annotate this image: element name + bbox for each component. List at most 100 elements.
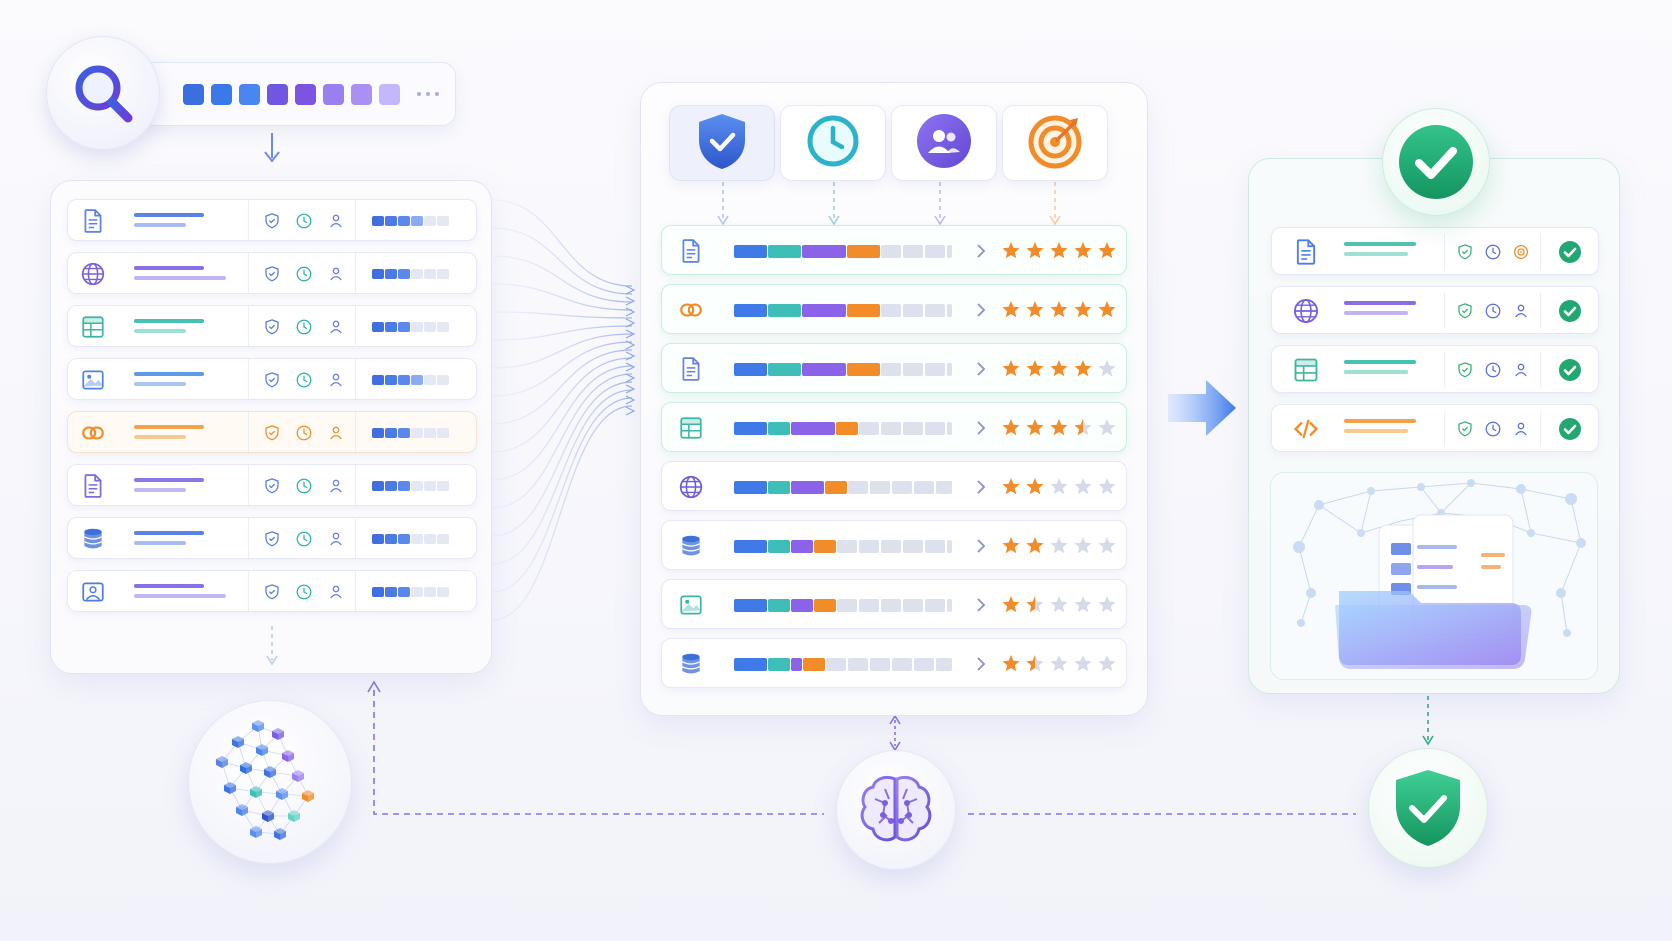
score-block <box>411 322 423 332</box>
rating-stars <box>1000 535 1120 557</box>
more-dots-icon <box>417 92 439 96</box>
cube <box>236 804 248 816</box>
candidate-row[interactable] <box>67 252 477 294</box>
star-half <box>1026 596 1035 613</box>
score-empty <box>870 658 890 671</box>
search-down-arrow <box>264 133 280 163</box>
score-block <box>437 269 449 279</box>
score-empty <box>903 599 923 612</box>
score-segment <box>836 422 858 435</box>
user-icon <box>327 530 345 548</box>
score-empty <box>881 599 901 612</box>
clock-icon <box>1484 361 1502 379</box>
ranked-row[interactable] <box>661 284 1127 334</box>
selected-row[interactable] <box>1271 404 1599 452</box>
score-block <box>385 322 397 332</box>
text-lines <box>134 372 204 392</box>
text-lines <box>134 584 226 604</box>
shield-icon <box>263 583 281 601</box>
score-block <box>437 428 449 438</box>
clock-icon <box>1484 243 1502 261</box>
score-block <box>372 269 384 279</box>
star-half <box>1074 419 1083 436</box>
search-badge[interactable] <box>46 36 160 150</box>
selected-row[interactable] <box>1271 227 1599 275</box>
text-line <box>134 594 226 598</box>
score-block <box>398 587 410 597</box>
ranked-row[interactable] <box>661 225 1127 275</box>
clock-icon <box>295 371 313 389</box>
score-segment <box>768 540 790 553</box>
rating-stars <box>1000 417 1120 439</box>
star <box>1098 478 1116 495</box>
criterion-users[interactable] <box>891 105 997 181</box>
candidate-row[interactable] <box>67 305 477 347</box>
score-empty <box>914 481 934 494</box>
ranked-row[interactable] <box>661 343 1127 393</box>
cube <box>252 720 264 732</box>
criteria-score-bar <box>734 540 954 553</box>
text-line <box>134 276 226 280</box>
ranked-row[interactable] <box>661 402 1127 452</box>
chevron-right-icon <box>974 655 988 673</box>
globe-icon <box>678 474 704 500</box>
candidate-summary <box>68 306 248 346</box>
score-segment <box>847 304 880 317</box>
document-icon <box>678 356 704 382</box>
candidate-row[interactable] <box>67 464 477 506</box>
candidate-row[interactable] <box>67 517 477 559</box>
text-lines <box>1344 242 1416 262</box>
score-empty <box>947 245 952 258</box>
cube <box>256 744 268 756</box>
star <box>1026 419 1044 436</box>
score-segment <box>734 658 767 671</box>
criterion-target[interactable] <box>1002 105 1108 181</box>
text-lines <box>134 425 204 445</box>
criteria-score-bar <box>734 422 954 435</box>
ranked-row[interactable] <box>661 638 1127 688</box>
text-line <box>134 213 204 217</box>
score-segment <box>847 363 880 376</box>
candidate-meta <box>248 359 356 399</box>
check-circle-icon <box>1558 417 1582 441</box>
score-block <box>424 587 436 597</box>
star <box>1026 301 1044 318</box>
selected-row[interactable] <box>1271 286 1599 334</box>
ranked-row[interactable] <box>661 520 1127 570</box>
text-line <box>134 531 204 535</box>
score-segment <box>802 304 846 317</box>
criterion-shield-check[interactable] <box>669 105 775 181</box>
score-empty <box>881 304 901 317</box>
score-empty <box>848 481 868 494</box>
score-block <box>411 216 423 226</box>
search-icon <box>75 65 133 123</box>
criteria-score-bar <box>734 658 954 671</box>
candidate-row[interactable] <box>67 411 477 453</box>
candidate-row[interactable] <box>67 199 477 241</box>
row-divider <box>1444 234 1445 270</box>
cube <box>232 736 244 748</box>
text-lines <box>134 478 204 498</box>
flow-arrowhead <box>625 296 636 306</box>
selected-row[interactable] <box>1271 345 1599 393</box>
score-empty <box>848 658 868 671</box>
document-icon <box>678 238 704 264</box>
score-block <box>437 322 449 332</box>
chevron-right-icon <box>974 360 988 378</box>
candidate-score-bar <box>356 359 478 399</box>
star <box>1074 301 1092 318</box>
ranked-row[interactable] <box>661 579 1127 629</box>
candidate-row[interactable] <box>67 570 477 612</box>
score-block <box>372 481 384 491</box>
score-empty <box>947 599 952 612</box>
flow-curve <box>491 357 633 453</box>
candidate-row[interactable] <box>67 358 477 400</box>
score-segment <box>802 363 846 376</box>
ranked-row[interactable] <box>661 461 1127 511</box>
database-icon <box>678 651 704 677</box>
shield-icon <box>1456 420 1474 438</box>
search-query-bar[interactable] <box>140 62 456 126</box>
criterion-clock[interactable] <box>780 105 886 181</box>
feedback-loop <box>373 690 1356 815</box>
score-empty <box>947 540 952 553</box>
